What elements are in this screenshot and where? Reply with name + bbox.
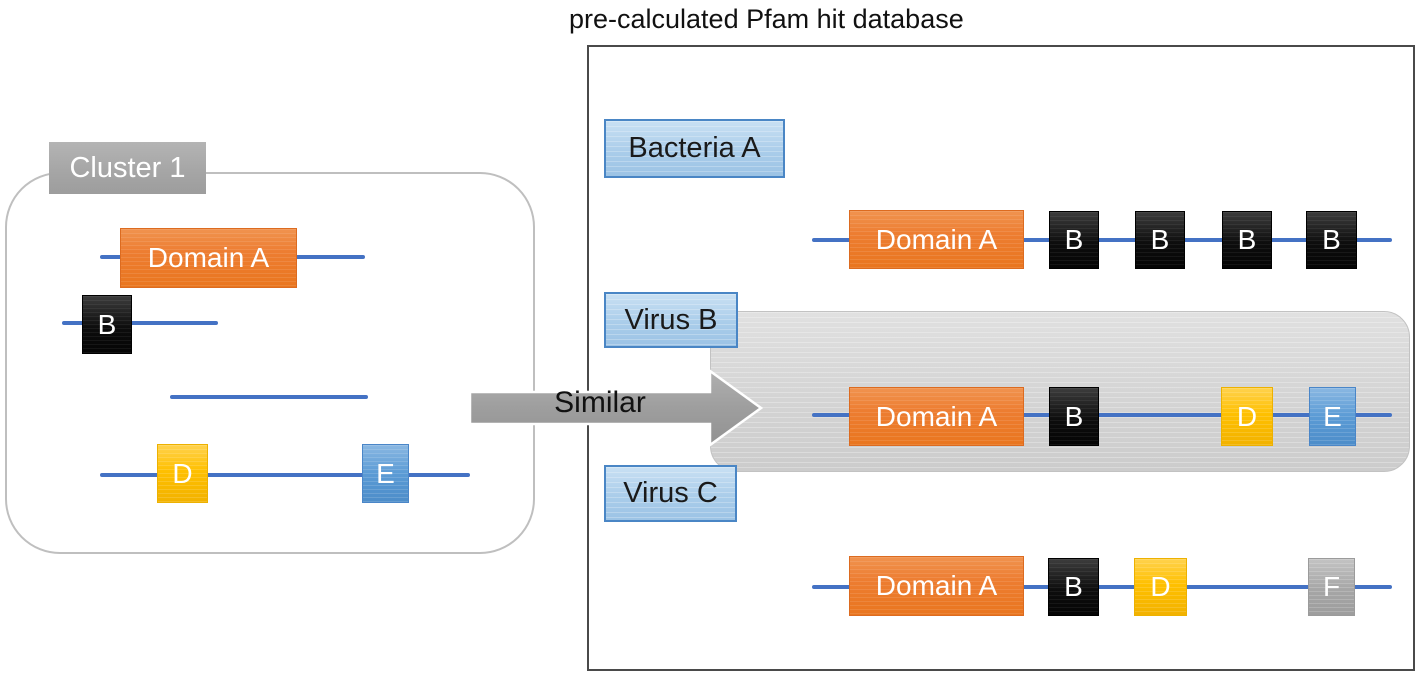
entry-label-virus-b: Virus B xyxy=(604,292,738,348)
similar-arrow-label: Similar xyxy=(554,386,646,419)
cluster-panel xyxy=(5,172,535,554)
diagram-title: pre-calculated Pfam hit database xyxy=(569,4,964,34)
entry-label-bacteria-a: Bacteria A xyxy=(604,119,785,178)
cluster-label: Cluster 1 xyxy=(49,142,206,194)
domain-box-b: B xyxy=(1049,211,1099,269)
domain-box-b: B xyxy=(1222,211,1272,269)
virus-c-sequence-line xyxy=(812,585,1392,589)
domain-box-domain-a: Domain A xyxy=(849,556,1024,616)
cluster-sequence-line-2 xyxy=(62,321,218,325)
domain-box-b: B xyxy=(1049,387,1099,446)
cluster-sequence-line-3 xyxy=(170,395,368,399)
cluster-sequence-line-4 xyxy=(100,473,470,477)
domain-box-d: D xyxy=(157,444,208,503)
domain-box-b: B xyxy=(1048,558,1099,616)
domain-box-domain-a: Domain A xyxy=(849,210,1024,269)
right-arrow-icon xyxy=(468,368,764,448)
domain-box-e: E xyxy=(1309,387,1356,446)
domain-box-e: E xyxy=(362,444,409,503)
domain-box-d: D xyxy=(1221,387,1273,446)
bacteria-a-sequence-line xyxy=(812,238,1392,242)
domain-box-b: B xyxy=(1135,211,1185,269)
domain-box-b: B xyxy=(82,295,132,354)
virus-b-sequence-line xyxy=(812,413,1392,417)
entry-label-virus-c: Virus C xyxy=(604,465,737,522)
domain-box-d: D xyxy=(1134,558,1187,616)
domain-box-domain-a: Domain A xyxy=(849,387,1024,446)
domain-box-domain-a: Domain A xyxy=(120,228,297,288)
similar-arrow xyxy=(468,368,764,448)
domain-box-f: F xyxy=(1308,558,1355,616)
domain-box-b: B xyxy=(1306,211,1357,269)
